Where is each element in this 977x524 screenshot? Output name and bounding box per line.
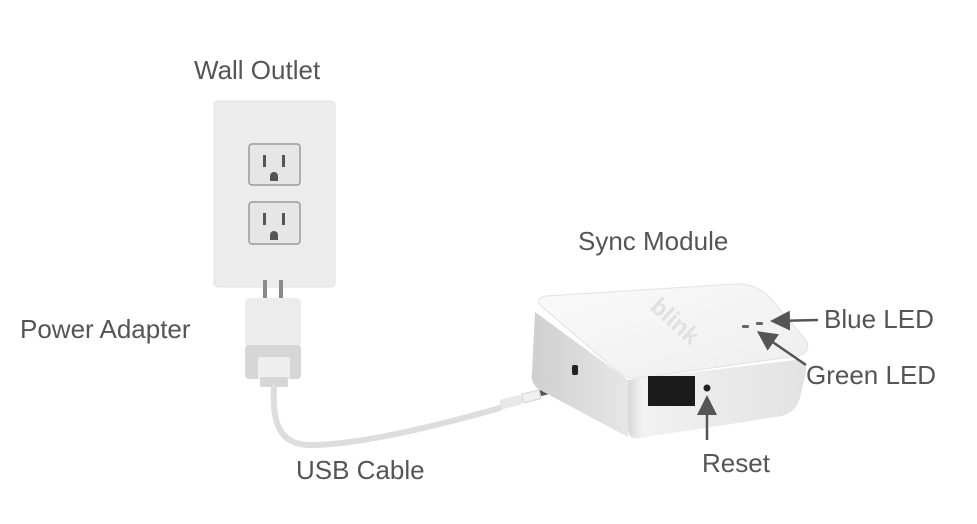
power-adapter bbox=[245, 280, 301, 387]
wall-outlet bbox=[213, 100, 336, 288]
green-led-label: Green LED bbox=[806, 360, 937, 390]
reset-button[interactable] bbox=[703, 384, 711, 392]
outlet-receptacle-bottom bbox=[248, 201, 301, 245]
reset-label: Reset bbox=[702, 448, 770, 478]
sync-module: blink bbox=[531, 283, 809, 439]
blue-led-indicator bbox=[756, 322, 763, 325]
sync-module-label: Sync Module bbox=[578, 226, 729, 256]
usb-cable bbox=[270, 384, 551, 449]
blue-led-label: Blue LED bbox=[824, 304, 934, 334]
green-led-indicator bbox=[742, 325, 749, 328]
usb-port bbox=[648, 376, 695, 406]
wall-outlet-label: Wall Outlet bbox=[194, 55, 321, 85]
power-adapter-label: Power Adapter bbox=[20, 314, 191, 344]
green-led-arrow bbox=[756, 331, 807, 367]
micro-usb-port bbox=[572, 365, 578, 375]
blue-led-arrow bbox=[770, 310, 819, 331]
usb-cable-label: USB Cable bbox=[296, 455, 425, 485]
outlet-receptacle-top bbox=[248, 143, 301, 186]
